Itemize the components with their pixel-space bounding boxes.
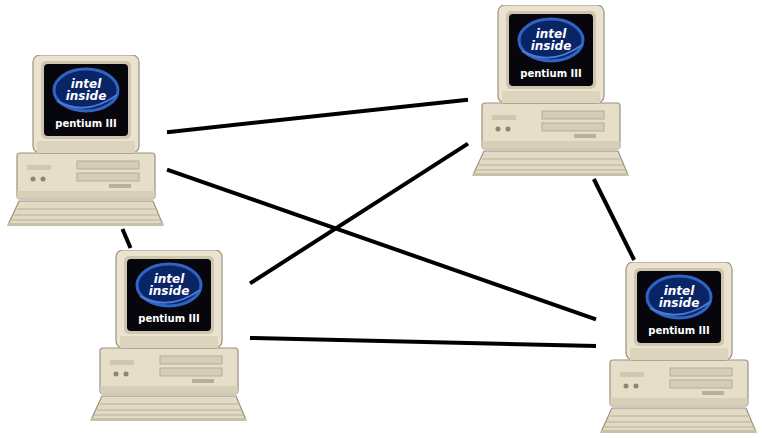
- screen-area: intel inside: [527, 26, 575, 54]
- screen-area: pentium III: [509, 65, 593, 81]
- logo-text: pentium III: [55, 118, 116, 129]
- computer-illustration: [473, 5, 628, 176]
- screen-area: pentium III: [44, 115, 128, 131]
- computer-node: intel inside pentium III: [5, 55, 165, 227]
- computer-illustration: [91, 250, 246, 421]
- computer-illustration: [8, 55, 163, 226]
- computer-node: intel inside pentium III: [88, 250, 248, 422]
- network-link: [167, 170, 596, 320]
- logo-text: intel inside: [655, 285, 703, 309]
- logo-text: pentium III: [520, 68, 581, 79]
- logo-text: pentium III: [138, 313, 199, 324]
- network-link: [594, 179, 634, 260]
- screen-area: pentium III: [127, 310, 211, 326]
- screen-area: pentium III: [637, 322, 721, 338]
- logo-text: intel inside: [62, 78, 110, 102]
- logo-text: intel inside: [527, 28, 575, 52]
- screen-area: intel inside: [655, 283, 703, 311]
- computer-node: intel inside pentium III: [470, 5, 630, 177]
- network-link: [167, 100, 468, 132]
- logo-text: pentium III: [648, 325, 709, 336]
- computer-node: intel inside pentium III: [598, 262, 758, 434]
- network-link: [250, 144, 468, 284]
- computer-illustration: [601, 262, 756, 433]
- screen-area: intel inside: [62, 76, 110, 104]
- network-link: [250, 338, 596, 346]
- logo-text: intel inside: [145, 273, 193, 297]
- network-link: [122, 229, 130, 248]
- screen-area: intel inside: [145, 271, 193, 299]
